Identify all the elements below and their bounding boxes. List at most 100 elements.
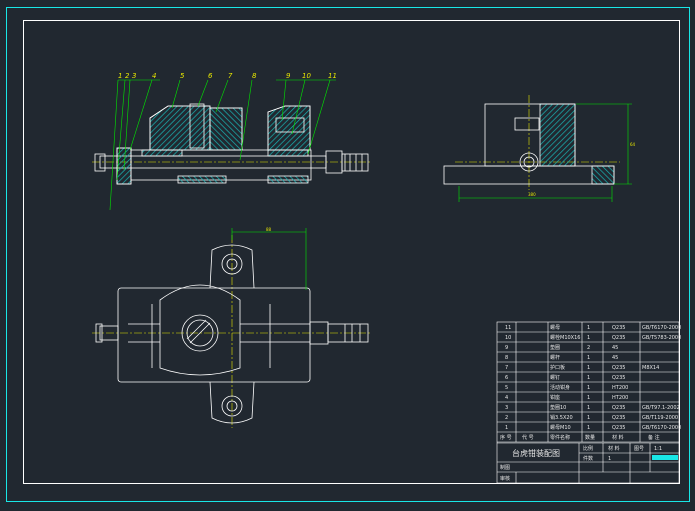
base-hatch-2 <box>177 175 227 184</box>
title-block-highlight <box>652 455 678 460</box>
bom-row-note: GB/T6170-2000 <box>642 325 681 331</box>
bom-row-material: 45 <box>612 345 618 351</box>
bom-row-note: GB/T6170-2000 <box>642 425 681 431</box>
bill-of-materials <box>496 321 680 484</box>
guard-plate <box>209 107 243 151</box>
bom-row-qty: 2 <box>587 345 590 351</box>
bom-row-no: 7 <box>505 365 508 371</box>
balloon-4: 4 <box>152 72 156 80</box>
dim-plan-width: 88 <box>266 227 272 232</box>
bom-row-no: 11 <box>505 325 511 331</box>
plan-dimensions <box>231 228 307 290</box>
bom-row-name: 垫圈 <box>550 344 560 351</box>
balloon-5: 5 <box>180 72 185 80</box>
balloon-leaders <box>109 79 336 211</box>
title-checked-label: 审核 <box>500 475 510 482</box>
bom-row-qty: 1 <box>587 325 590 331</box>
left-nut <box>94 153 106 172</box>
bom-row-material: Q235 <box>612 415 625 421</box>
bom-row-no: 4 <box>505 395 508 401</box>
bom-row-qty: 1 <box>587 355 590 361</box>
bom-row-name: 螺栓M10X16 <box>550 334 580 341</box>
balloon-8: 8 <box>252 72 257 80</box>
bottom-mount-hole <box>221 395 243 417</box>
base-hatch-1 <box>141 149 183 157</box>
balloon-1: 1 <box>118 72 122 80</box>
bom-row-name: 垫圈10 <box>550 404 566 411</box>
bom-row-qty: 1 <box>587 385 590 391</box>
guard-plate-hatch <box>209 107 243 151</box>
movable-jaw-hatch <box>149 105 211 151</box>
bom-row-no: 2 <box>505 415 508 421</box>
title-scale-label: 比例 <box>583 445 593 452</box>
side-body-hatch <box>539 103 576 167</box>
bom-row-qty: 1 <box>587 395 590 401</box>
bom-row-no: 10 <box>505 335 511 341</box>
top-mount-hole <box>221 253 243 275</box>
bom-row-material: Q235 <box>612 325 625 331</box>
bom-row-name: 螺母 <box>550 324 560 331</box>
bom-row-name: 螺母M10 <box>550 424 571 431</box>
title-scale-value: 1:1 <box>654 446 662 452</box>
bom-row-name: 活动钳身 <box>550 384 570 391</box>
balloon-11: 11 <box>328 72 337 80</box>
balloon-3: 3 <box>132 72 136 80</box>
bom-row-material: Q235 <box>612 335 625 341</box>
title-drawn-label: 制图 <box>500 464 510 471</box>
jaw-screw <box>189 103 205 149</box>
bom-row-note: GB/T97.1-2002 <box>642 405 680 411</box>
bom-header-qty: 数量 <box>585 434 595 441</box>
balloon-10: 10 <box>302 72 311 80</box>
bom-row-name: 螺杆 <box>550 354 560 361</box>
plan-jaw-arc <box>181 314 219 352</box>
plan-screw-end <box>327 323 369 343</box>
balloon-7: 7 <box>228 72 233 80</box>
title-block-title: 台虎钳装配图 <box>512 448 560 458</box>
dim-front-width: 380 <box>528 192 536 197</box>
bom-row-no: 6 <box>505 375 508 381</box>
side-section-view <box>443 95 620 190</box>
screw-square-end <box>341 153 369 172</box>
balloon-6: 6 <box>208 72 213 80</box>
side-base-hatch <box>591 165 615 185</box>
plan-view <box>92 235 372 428</box>
bom-row-material: Q235 <box>612 365 625 371</box>
bom-row-material: HT200 <box>612 395 628 401</box>
bom-row-qty: 1 <box>587 405 590 411</box>
bom-row-material: 45 <box>612 355 618 361</box>
bom-header-note: 备 注 <box>648 434 660 441</box>
bom-header-no: 序 号 <box>500 434 512 441</box>
bom-row-name: 护口板 <box>550 364 565 371</box>
bom-row-no: 1 <box>505 425 508 431</box>
side-dimensions <box>458 103 632 202</box>
bom-row-material: HT200 <box>612 385 628 391</box>
front-section-view <box>92 103 372 185</box>
bom-header-code: 代 号 <box>522 434 534 441</box>
bom-row-note: GB/T5783-2000 <box>642 335 681 341</box>
bom-header-name: 零件名称 <box>550 434 570 441</box>
bom-row-name: 销3.5X20 <box>550 414 573 421</box>
bom-row-no: 5 <box>505 385 508 391</box>
title-qty-label: 件数 <box>583 455 593 462</box>
balloon-9: 9 <box>286 72 291 80</box>
bom-row-qty: 1 <box>587 335 590 341</box>
balloon-labels: 1 2 3 4 5 6 7 8 9 10 11 <box>118 72 337 80</box>
balloon-2: 2 <box>125 72 130 80</box>
inner-frame <box>23 20 680 484</box>
plan-body <box>117 287 311 383</box>
outer-frame <box>6 7 690 502</box>
base-hatch-3 <box>267 149 309 157</box>
title-drawing-no-label: 图号 <box>634 446 644 452</box>
bom-header-material: 材 料 <box>612 434 624 441</box>
bom-row-qty: 1 <box>587 415 590 421</box>
bom-row-note: GB/T119-2000 <box>642 415 678 421</box>
bom-row-qty: 1 <box>587 365 590 371</box>
bom-row-material: Q235 <box>612 425 625 431</box>
bom-row-qty: 1 <box>587 375 590 381</box>
bom-row-qty: 1 <box>587 425 590 431</box>
title-block <box>497 442 679 483</box>
bom-row-material: Q235 <box>612 405 625 411</box>
bom-row-material: Q235 <box>612 375 625 381</box>
